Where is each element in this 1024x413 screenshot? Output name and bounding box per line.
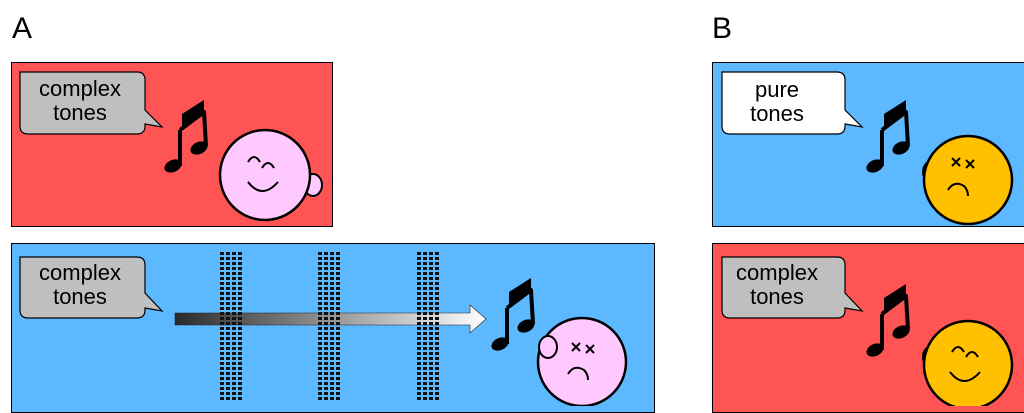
- noise-band-icon: [220, 252, 242, 400]
- music-note-icon: [862, 282, 914, 362]
- unhappy-face-icon: [922, 134, 1014, 226]
- bubble-line-1: complex: [39, 260, 121, 285]
- speech-bubble-icon: [721, 71, 864, 135]
- music-note-icon: [160, 98, 212, 178]
- speech-bubble-icon: [19, 256, 164, 319]
- bubble-line-1: pure: [754, 77, 800, 102]
- noise-band-icon: [318, 252, 340, 400]
- bubble-line-1: complex: [39, 76, 121, 101]
- music-note-icon: [862, 98, 914, 178]
- bubble-line-2: tones: [750, 101, 804, 126]
- bubble-line-2: tones: [750, 284, 804, 309]
- bubble-text-a-top: complex tones: [25, 77, 135, 125]
- bubble-text-b-bottom: complex tones: [722, 261, 832, 309]
- happy-face-icon: [922, 319, 1014, 406]
- bubble-line-2: tones: [53, 100, 107, 125]
- panel-label-a: A: [12, 12, 33, 45]
- bubble-text-b-top: pure tones: [722, 78, 832, 126]
- unhappy-face-icon: [536, 316, 628, 406]
- bubble-line-1: complex: [736, 260, 818, 285]
- bubble-text-a-bottom: complex tones: [25, 261, 135, 309]
- speech-bubble-icon: [19, 71, 164, 135]
- speech-bubble-icon: [721, 256, 864, 319]
- noise-band-icon: [417, 252, 439, 400]
- music-note-icon: [487, 276, 539, 356]
- happy-face-icon: [218, 128, 323, 222]
- bubble-line-2: tones: [53, 284, 107, 309]
- panel-label-b: B: [712, 12, 733, 45]
